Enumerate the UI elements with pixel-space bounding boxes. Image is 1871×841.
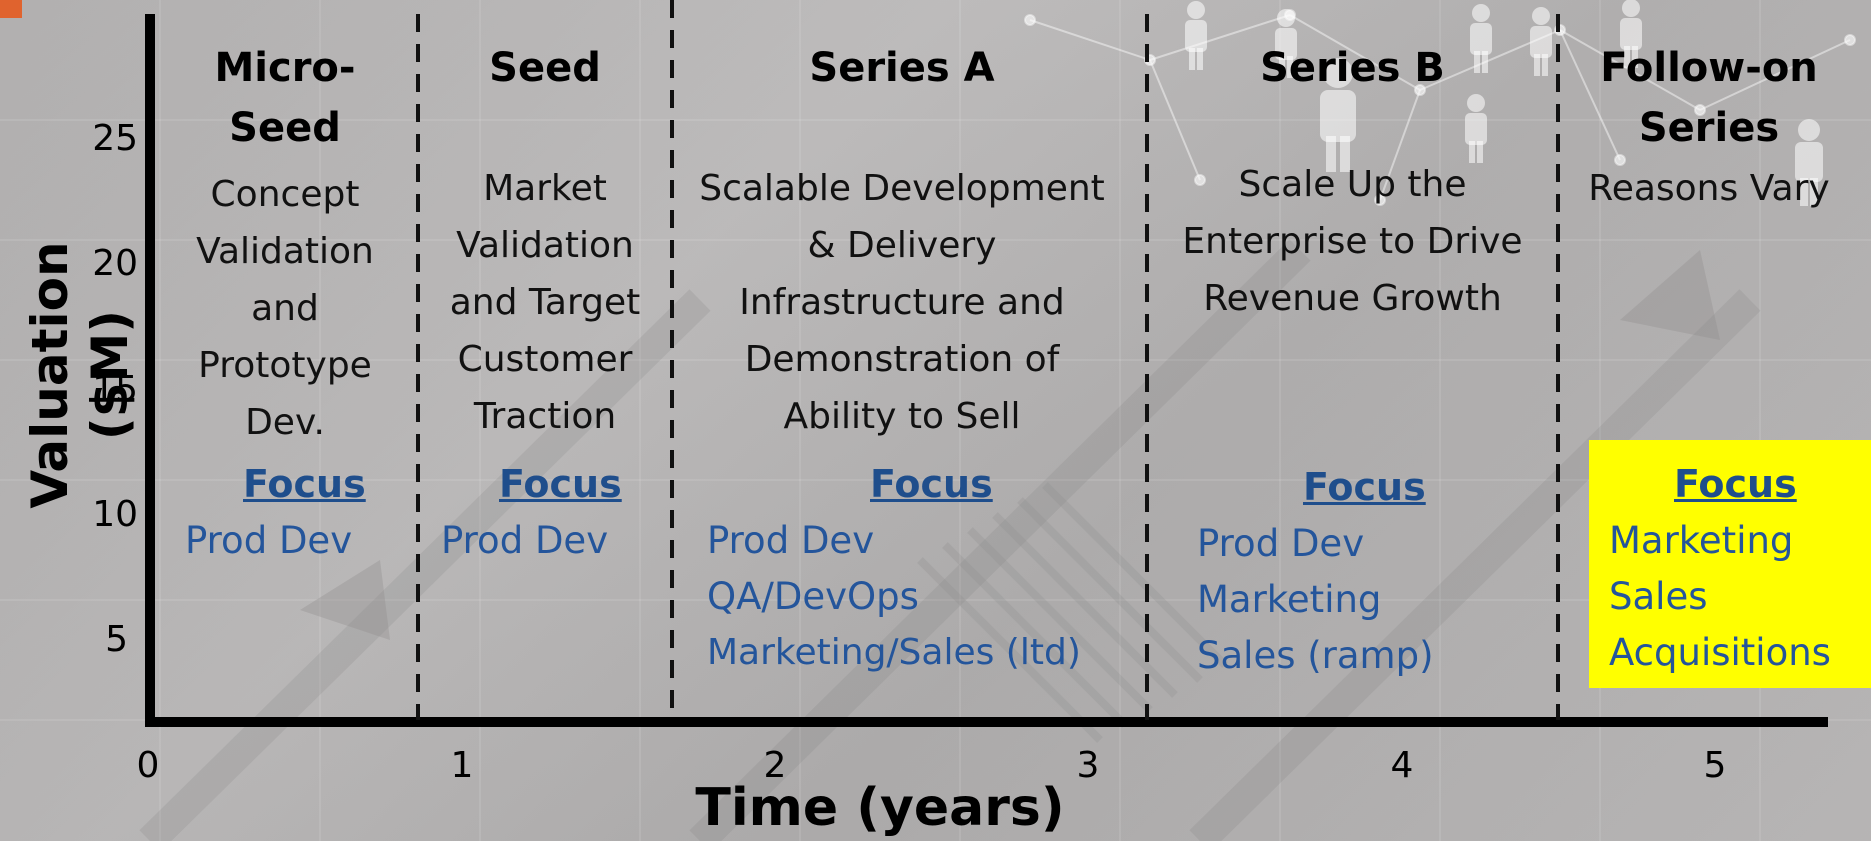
stage-description: Concept Validation and Prototype Dev. bbox=[170, 166, 400, 451]
y-tick-label: 25 bbox=[92, 118, 138, 159]
stage-description-line: Scale Up the bbox=[1238, 164, 1467, 205]
stage-title: Micro- Seed bbox=[170, 37, 400, 159]
stage-description-line: Dev. bbox=[245, 402, 325, 443]
focus-item: Prod Dev bbox=[1197, 522, 1365, 565]
focus-item: Sales (ramp) bbox=[1197, 634, 1434, 677]
focus-item: Sales bbox=[1609, 575, 1708, 618]
focus-item: Prod Dev bbox=[707, 519, 875, 562]
stage-description: Reasons Vary bbox=[1568, 160, 1850, 217]
focus-item: Acquisitions bbox=[1609, 631, 1831, 674]
stage-description-line: Demonstration of bbox=[744, 339, 1060, 380]
x-tick-label: 3 bbox=[1076, 745, 1100, 786]
stage-description-line: Revenue Growth bbox=[1203, 278, 1502, 319]
y-tick-label: 15 bbox=[92, 369, 138, 410]
focus-label: Focus bbox=[499, 462, 622, 506]
x-tick-label: 5 bbox=[1703, 745, 1727, 786]
stage-title: Series B bbox=[1160, 37, 1545, 99]
stage-description-line: Ability to Sell bbox=[783, 396, 1021, 437]
stage-title-line: Micro- bbox=[214, 45, 356, 91]
focus-label: Focus bbox=[1303, 465, 1426, 509]
stage-description-line: and bbox=[251, 288, 319, 329]
stage-description-line: Market bbox=[483, 168, 607, 209]
stage-title-line: Series B bbox=[1260, 45, 1445, 91]
focus-label: Focus bbox=[870, 462, 993, 506]
focus-item: Marketing bbox=[1609, 519, 1794, 562]
stage-title: Follow-on Series bbox=[1568, 37, 1850, 159]
stage-description-line: Concept bbox=[210, 174, 360, 215]
stage-description-line: Infrastructure and bbox=[739, 282, 1065, 323]
stage-description-line: Validation bbox=[456, 225, 634, 266]
focus-label: Focus bbox=[1674, 462, 1797, 506]
stage-description-line: Prototype bbox=[198, 345, 372, 386]
focus-item: Marketing bbox=[1197, 578, 1382, 621]
stage-title: Series A bbox=[682, 37, 1122, 99]
focus-item: QA/DevOps bbox=[707, 575, 919, 618]
x-axis-label: Time (years) bbox=[695, 778, 1065, 838]
stage-description: Scale Up the Enterprise to Drive Revenue… bbox=[1160, 156, 1545, 327]
x-tick-label: 2 bbox=[763, 745, 787, 786]
corner-accent bbox=[0, 0, 22, 18]
x-tick-label: 0 bbox=[136, 745, 160, 786]
x-tick-label: 4 bbox=[1390, 745, 1414, 786]
stage-title-line: Series A bbox=[809, 45, 995, 91]
stage-title-line: Seed bbox=[229, 105, 341, 151]
y-axis-label: Valuation ($M) bbox=[21, 241, 139, 509]
x-tick-label: 1 bbox=[450, 745, 474, 786]
stage-description-line: Scalable Development bbox=[699, 168, 1105, 209]
network-icon bbox=[1024, 9, 1856, 206]
stage-description-line: Validation bbox=[196, 231, 374, 272]
person-icon bbox=[1185, 0, 1823, 206]
stage-description-line: Traction bbox=[473, 396, 617, 437]
stage-description-line: Customer bbox=[457, 339, 633, 380]
stage-description-line: Reasons Vary bbox=[1588, 168, 1830, 209]
focus-item: Marketing/Sales (ltd) bbox=[707, 632, 1081, 673]
stage-description-line: Enterprise to Drive bbox=[1182, 221, 1523, 262]
focus-highlight-box bbox=[1589, 440, 1871, 688]
focus-item: Prod Dev bbox=[185, 519, 353, 562]
stage-description: Market Validation and Target Customer Tr… bbox=[425, 160, 665, 445]
y-tick-label: 20 bbox=[92, 243, 138, 284]
stage-title: Seed bbox=[430, 37, 660, 99]
stage-title-line: Series bbox=[1638, 105, 1780, 151]
stage-description-line: and Target bbox=[449, 282, 641, 323]
focus-label: Focus bbox=[243, 462, 366, 506]
focus-item: Prod Dev bbox=[441, 519, 609, 562]
stage-description-line: & Delivery bbox=[807, 225, 997, 266]
stage-title-line: Seed bbox=[489, 45, 601, 91]
y-tick-label: 5 bbox=[105, 619, 128, 660]
y-tick-label: 10 bbox=[92, 494, 138, 535]
stage-description: Scalable Development & Delivery Infrastr… bbox=[672, 160, 1132, 445]
stage-title-line: Follow-on bbox=[1600, 45, 1818, 91]
